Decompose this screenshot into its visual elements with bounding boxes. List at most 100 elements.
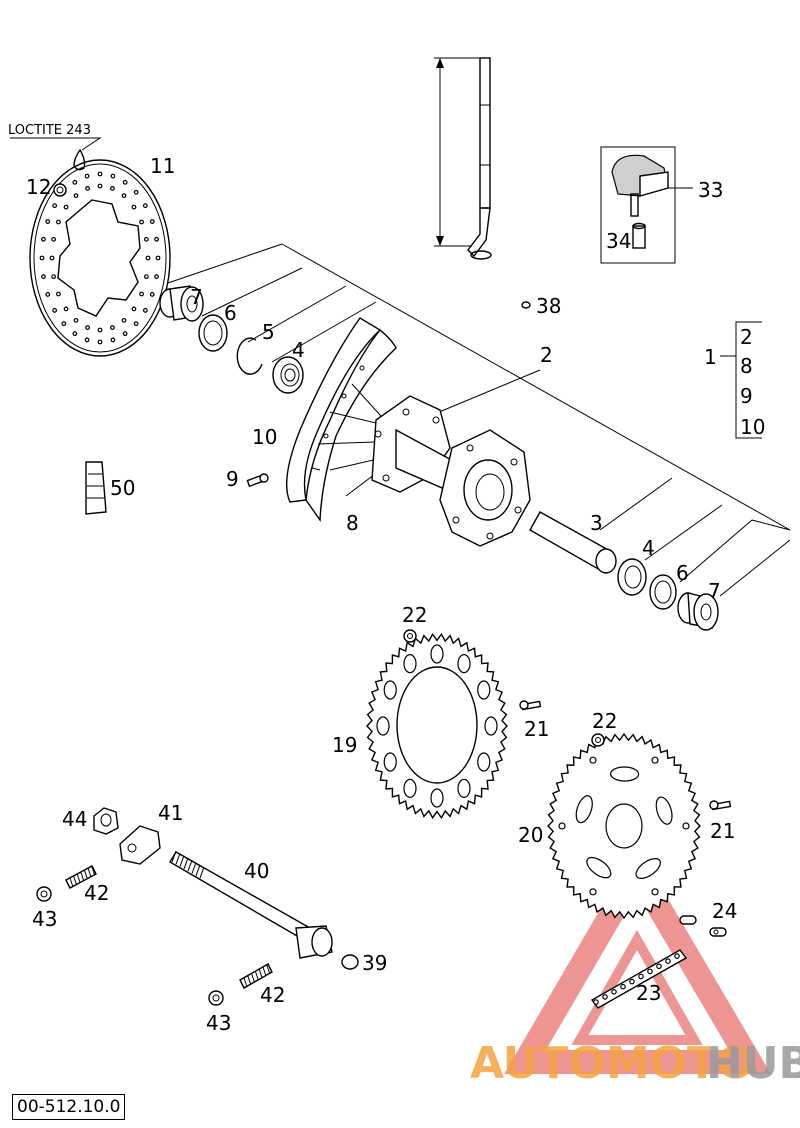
disc-hole xyxy=(131,204,137,210)
chain-pin xyxy=(593,999,599,1005)
disc-hole xyxy=(110,337,116,343)
adjuster-bolt-42-b xyxy=(239,963,273,989)
callout-7-right: 7 xyxy=(708,579,721,603)
sprocket-hole xyxy=(403,778,417,798)
thread-line xyxy=(83,869,88,880)
sprocket-slot xyxy=(655,796,673,825)
bolt-21-b xyxy=(709,800,732,811)
sprocket-bolt-hole xyxy=(651,888,659,896)
callout-12: 12 xyxy=(26,175,51,199)
thread-line xyxy=(91,865,96,876)
disc-hole xyxy=(97,339,103,345)
spacer-7-left xyxy=(159,285,204,322)
callout-21-a: 21 xyxy=(524,717,549,741)
callout-3: 3 xyxy=(590,511,603,535)
thread-line xyxy=(195,864,201,876)
callout-21-b: 21 xyxy=(710,819,735,843)
sprocket-hole xyxy=(383,752,397,772)
disc-hole xyxy=(154,274,159,280)
callout-43-b: 43 xyxy=(206,1011,231,1035)
rim-8 xyxy=(285,317,397,523)
nut-22-a xyxy=(403,629,417,643)
thread-line xyxy=(171,850,177,863)
chain-adjuster-41 xyxy=(119,825,161,865)
sprocket-slot xyxy=(575,795,593,824)
chain-pin xyxy=(656,963,662,970)
disc-hole xyxy=(133,321,139,327)
disc-hole xyxy=(73,193,79,199)
thread-line xyxy=(76,873,81,884)
loctite-note: LOCTITE 243 xyxy=(8,123,91,138)
callout-22-a: 22 xyxy=(402,603,427,627)
thread-line xyxy=(73,875,78,886)
valve-plug-50 xyxy=(85,461,107,515)
watermark-text: AUTOMOTO HUB xyxy=(470,1038,800,1089)
disc-hole xyxy=(49,255,55,261)
callout-42-b: 42 xyxy=(260,983,285,1007)
callout-8: 8 xyxy=(346,511,359,535)
callout-39: 39 xyxy=(362,951,387,975)
callout-19: 19 xyxy=(332,733,357,757)
disc-hole xyxy=(142,203,148,209)
sprocket-hole xyxy=(484,716,498,736)
disc-hole xyxy=(85,186,90,191)
thread-line xyxy=(179,855,185,867)
callout-5: 5 xyxy=(262,320,275,344)
thread-line xyxy=(258,969,263,979)
callout-10: 10 xyxy=(252,425,277,449)
callout-4-right: 4 xyxy=(642,536,655,560)
thread-line xyxy=(183,857,189,870)
disc-hole xyxy=(143,236,149,242)
sleeve-3 xyxy=(529,511,617,574)
thread-line xyxy=(262,966,267,977)
thread-line xyxy=(69,877,74,888)
disc-hole xyxy=(41,236,46,242)
disc-hole xyxy=(85,325,90,330)
disc-hole xyxy=(39,255,45,261)
callout-2: 2 xyxy=(540,343,553,367)
disc-hole xyxy=(84,173,90,179)
sprocket-hole xyxy=(376,716,390,736)
callout-1: 1 xyxy=(704,345,717,369)
sprocket-hole xyxy=(430,788,444,808)
chain-pin xyxy=(620,983,626,990)
exploded-axis-lines xyxy=(167,243,791,597)
bolt-12 xyxy=(53,183,67,197)
disc-hole xyxy=(84,337,90,343)
callout-43-a: 43 xyxy=(32,907,57,931)
thread-line xyxy=(87,867,92,878)
thread-line xyxy=(266,964,271,974)
sprocket-bolt-hole xyxy=(589,756,597,764)
disc-hole xyxy=(143,274,149,280)
svg-text:AUTOMOTO: AUTOMOTO xyxy=(470,1038,754,1089)
disc-hole xyxy=(56,291,61,297)
disc-hole xyxy=(63,306,69,312)
callout-20: 20 xyxy=(518,823,543,847)
nut-43-a xyxy=(36,886,52,902)
sprocket-slot xyxy=(635,858,661,879)
disc-hole xyxy=(110,173,116,179)
spacer-7-right xyxy=(677,592,719,631)
disc-hole xyxy=(73,317,79,323)
sprocket-20 xyxy=(547,732,701,920)
callout-40: 40 xyxy=(244,859,269,883)
disc-hole xyxy=(97,183,103,189)
disc-hole xyxy=(56,219,61,225)
sprocket-slot xyxy=(586,856,612,879)
callout-9: 9 xyxy=(226,467,239,491)
disc-hole xyxy=(131,306,137,312)
thread-line xyxy=(247,975,252,985)
wheel-hub xyxy=(371,395,531,547)
callout-22-b: 22 xyxy=(592,709,617,733)
callout-2-list: 2 xyxy=(740,325,753,349)
disc-hole xyxy=(122,179,128,185)
thread-line xyxy=(243,977,248,988)
disc-hole xyxy=(63,204,69,210)
sprocket-bolt-hole xyxy=(651,756,659,764)
thread-line xyxy=(80,871,85,882)
thread-line xyxy=(254,971,259,981)
valve-inset-box xyxy=(600,146,676,264)
chain-pin xyxy=(602,994,608,1000)
disc-hole xyxy=(121,317,127,323)
